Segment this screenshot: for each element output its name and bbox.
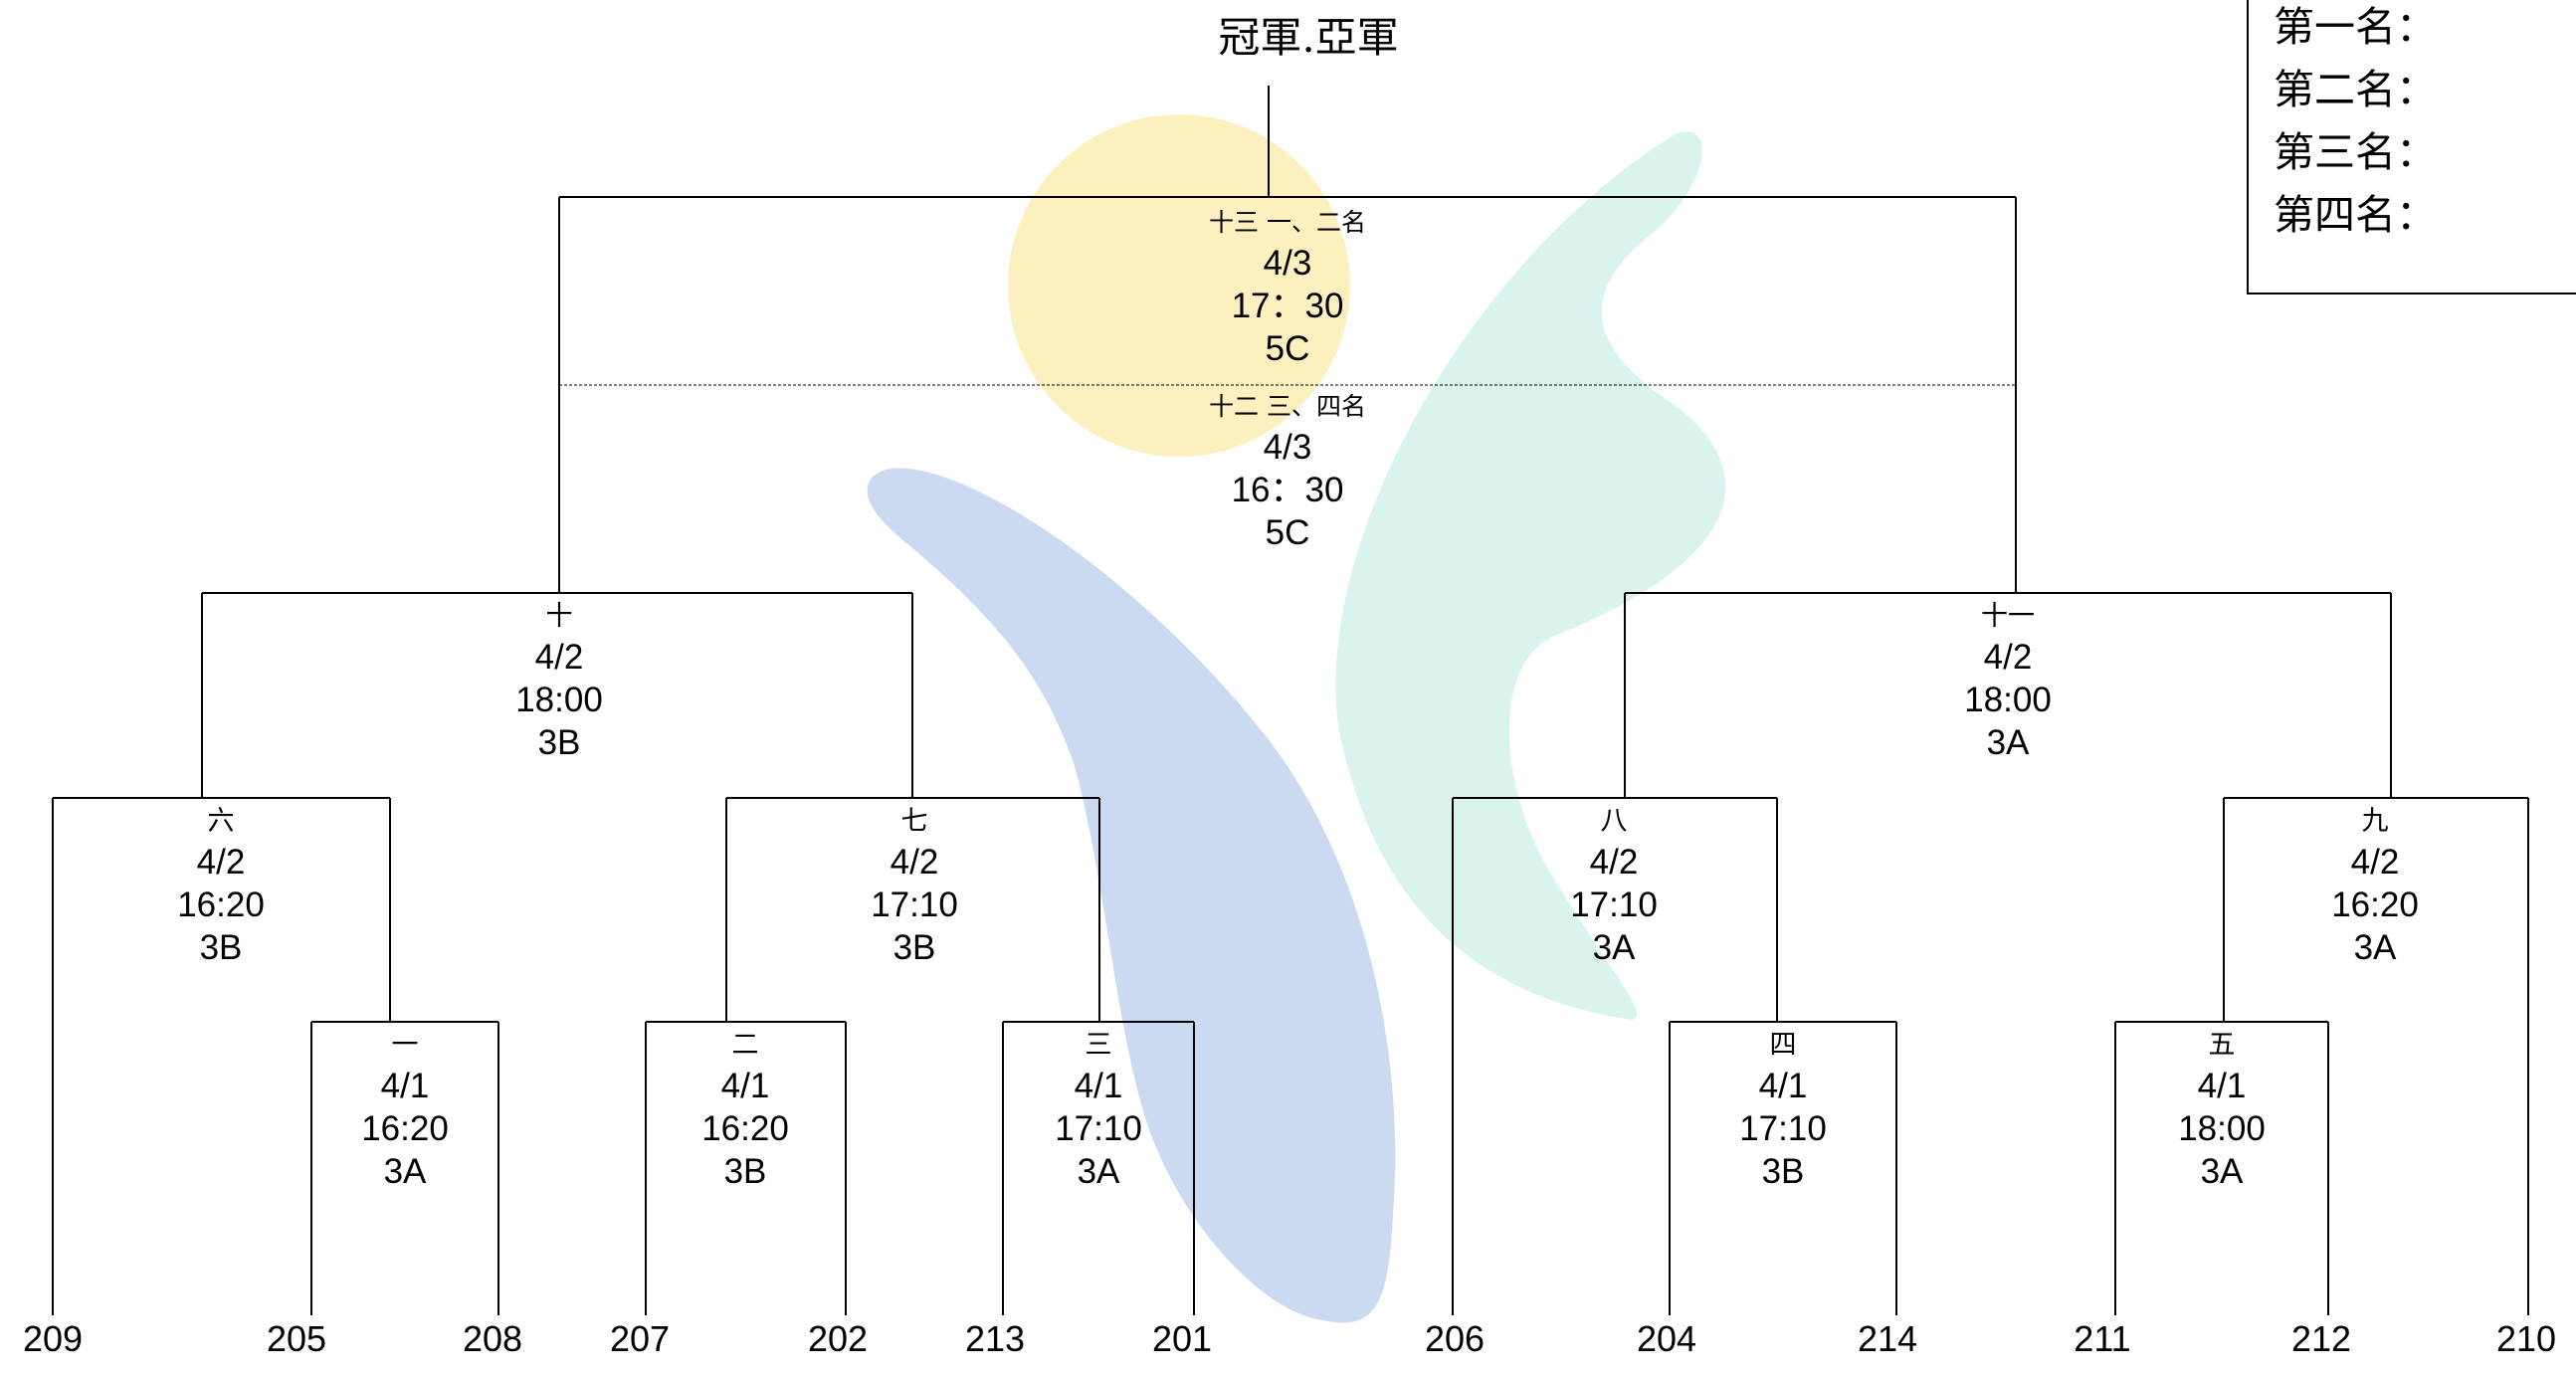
game-date: 4/3 [1263,244,1312,283]
team-210: 210 [2495,1318,2557,1359]
game-court: 3B [892,928,936,967]
game-time: 18:00 [515,681,603,719]
game-10: 十 4/2 18:00 3B [440,598,679,764]
game-date: 4/2 [2350,843,2400,882]
game-time: 17:10 [871,885,958,924]
game-label: 七 [900,806,928,837]
game-4: 四 4/1 17:10 3B [1664,1027,1902,1193]
team-202: 202 [807,1318,869,1359]
standing-fourth: 第四名： [2274,191,2437,239]
game-court: 3A [1077,1152,1120,1191]
game-label: 九 [2361,806,2389,837]
game-label: 六 [207,806,235,837]
game-date: 4/2 [534,638,584,677]
game-label: 十 [545,601,573,632]
game-label: 十一 [1981,601,2035,632]
game-time: 16:20 [701,1109,789,1148]
game-label: 八 [1600,806,1628,837]
game-label: 二 [731,1030,759,1061]
team-209: 209 [22,1318,84,1359]
game-court: 3A [2200,1152,2244,1191]
team-211: 211 [2074,1318,2131,1359]
game-court: 3B [1761,1152,1805,1191]
game-court: 3B [199,928,243,967]
game-date: 4/2 [890,843,939,882]
team-206: 206 [1424,1318,1486,1359]
game-court: 3A [2353,928,2397,967]
game-court: 3A [1986,723,2030,762]
game-court: 3B [537,723,581,762]
game-label: 五 [2208,1030,2236,1061]
logo-teal-swoosh [1335,131,1726,1020]
game-court: 5C [1265,329,1310,368]
game-date: 4/1 [720,1067,770,1105]
game-time: 17：30 [1231,287,1344,325]
game-label: 一 [391,1030,419,1061]
game-5: 五 4/1 18:00 3A [2102,1027,2341,1193]
game-time: 16:20 [361,1109,449,1148]
game-time: 17:10 [1055,1109,1142,1148]
game-court: 3B [723,1152,767,1191]
game-court: 3A [1592,928,1636,967]
game-time: 16:20 [177,885,265,924]
game-label: 十三 一、二名 [1209,208,1366,237]
game-6: 六 4/2 16:20 3B [101,803,340,969]
standing-first: 第一名： [2274,3,2437,51]
game-time: 18:00 [1964,681,2052,719]
game-3: 三 4/1 17:10 3A [979,1027,1218,1193]
team-214: 214 [1857,1318,1918,1359]
logo-yellow-circle [1008,114,1350,457]
game-11: 十一 4/2 18:00 3A [1888,598,2127,764]
championship-game: 十三 一、二名 4/3 17：30 5C [1168,204,1407,370]
game-label: 三 [1085,1030,1112,1061]
standing-second: 第二名： [2274,66,2437,113]
game-time: 17:10 [1739,1109,1827,1148]
game-date: 4/2 [1589,843,1639,882]
team-201: 201 [1151,1318,1213,1359]
third-place-game: 十二 三、四名 4/3 16：30 5C [1168,388,1407,554]
team-207: 207 [609,1318,671,1359]
game-time: 18:00 [2178,1109,2266,1148]
game-time: 17:10 [1570,885,1658,924]
standings-box: 第一名： 第二名： 第三名： 第四名： [2247,0,2576,295]
team-213: 213 [964,1318,1026,1359]
game-label: 四 [1769,1030,1797,1061]
game-7: 七 4/2 17:10 3B [795,803,1034,969]
game-8: 八 4/2 17:10 3A [1494,803,1733,969]
standing-third: 第三名： [2274,128,2437,176]
team-204: 204 [1636,1318,1697,1359]
game-2: 二 4/1 16:20 3B [626,1027,865,1193]
game-date: 4/2 [196,843,246,882]
game-date: 4/1 [1758,1067,1808,1105]
game-date: 4/2 [1983,638,2033,677]
game-1: 一 4/1 16:20 3A [286,1027,524,1193]
team-205: 205 [266,1318,327,1359]
championship-title: 冠軍.亞軍 [1218,13,1399,62]
game-date: 4/1 [2197,1067,2247,1105]
team-208: 208 [462,1318,523,1359]
game-date: 4/1 [380,1067,430,1105]
game-9: 九 4/2 16:20 3A [2256,803,2494,969]
game-date: 4/1 [1074,1067,1123,1105]
logo-blue-swoosh [867,468,1396,1323]
game-date: 4/3 [1263,428,1312,467]
team-212: 212 [2290,1318,2352,1359]
game-label: 十二 三、四名 [1209,392,1366,421]
game-court: 5C [1265,513,1310,552]
game-time: 16:20 [2331,885,2419,924]
game-time: 16：30 [1231,471,1344,509]
game-court: 3A [383,1152,427,1191]
